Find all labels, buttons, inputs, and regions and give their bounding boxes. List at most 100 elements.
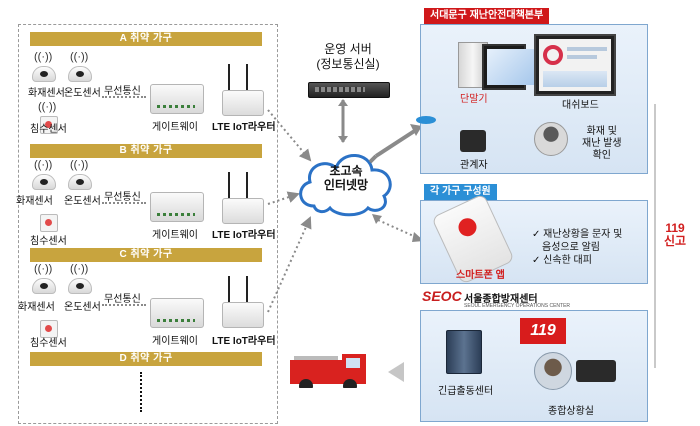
temp-sensor-label: 온도센서	[64, 88, 101, 99]
household-b-header: B 취약 가구	[30, 144, 262, 158]
fire-sensor-icon	[32, 66, 56, 82]
antenna-icon	[228, 172, 230, 200]
report-line	[654, 104, 658, 368]
server-icon	[446, 330, 482, 374]
connector-a	[267, 109, 312, 162]
internet-label: 초고속 인터넷망	[306, 164, 386, 192]
continuation-dots	[140, 372, 144, 412]
flood-sensor-icon	[40, 116, 58, 134]
router-label: LTE IoT라우터	[212, 122, 276, 133]
antenna-icon	[246, 172, 248, 200]
staff-label: 관계자	[460, 160, 488, 171]
seoul-center-subtitle: SEOUL EMERGENCY OPERATIONS CENTER	[464, 303, 571, 309]
internet-label-line1: 초고속	[329, 164, 363, 178]
dispatch-arrow	[388, 362, 404, 382]
person-icon	[534, 122, 568, 156]
report-119-text: 신고	[664, 234, 687, 248]
flood-sensor-icon	[40, 214, 58, 232]
desk-phone-icon	[576, 360, 616, 382]
wireless-label: 무선통신	[104, 294, 141, 305]
check-icon: ✓	[532, 229, 544, 240]
fire-sensor-icon	[32, 278, 56, 294]
flood-sensor-label: 침수센서	[30, 124, 67, 135]
gateway-icon	[150, 298, 204, 328]
wireless-arrow	[102, 96, 146, 98]
confirm-line-1: 화재 및	[586, 126, 617, 137]
gateway-label: 게이트웨이	[152, 336, 198, 347]
wireless-signal-icon: ((·))	[70, 159, 89, 171]
desk-phone-icon	[460, 130, 486, 152]
wireless-signal-icon: ((·))	[70, 51, 89, 63]
dashboard-donut-chart	[543, 45, 563, 65]
dashboard-monitor-icon	[534, 34, 616, 96]
antenna-icon	[246, 64, 248, 92]
check-icon: ✓	[532, 255, 544, 266]
disaster-hq-tag: 서대문구 재난안전대책본부	[424, 8, 550, 24]
temp-sensor-label: 온도센서	[64, 302, 101, 313]
server-rack-icon	[308, 82, 390, 98]
lte-router-icon	[222, 302, 264, 328]
gateway-icon	[150, 192, 204, 222]
operation-server-subtitle: (정보통신실)	[316, 57, 380, 71]
lte-router-icon	[222, 198, 264, 224]
confirm-text: 화재 및 재난 발생 확인	[582, 126, 622, 162]
confirm-line-2: 재난 발생	[582, 138, 622, 149]
flood-sensor-icon	[40, 320, 58, 338]
bullet-2: 신속한 대피	[543, 255, 592, 266]
server-link-arrow	[338, 99, 348, 143]
flood-sensor-label: 침수센서	[30, 338, 67, 349]
wireless-signal-icon: ((·))	[70, 263, 89, 275]
wireless-signal-icon: ((·))	[34, 51, 53, 63]
cloud-right-arrows	[368, 124, 424, 242]
temperature-sensor-icon	[68, 278, 92, 294]
alert-icon	[455, 215, 480, 240]
fire-sensor-label: 화재센서	[16, 196, 53, 207]
antenna-icon	[246, 276, 248, 304]
wireless-signal-icon: ((·))	[38, 101, 57, 113]
wireless-arrow	[102, 202, 146, 204]
wireless-label: 무선통신	[104, 192, 141, 203]
antenna-icon	[228, 64, 230, 92]
bullet-1-cont: 음성으로 알림	[542, 242, 600, 253]
fire-sensor-label: 화재센서	[28, 88, 65, 99]
bullet-1: 재난상황을 문자 및	[543, 229, 623, 240]
connector-b	[267, 191, 300, 205]
flood-sensor-label: 침수센서	[30, 236, 67, 247]
operation-server-title: 운영 서버	[324, 42, 372, 56]
router-label: LTE IoT라우터	[212, 336, 276, 347]
situation-room-label: 종합상황실	[548, 406, 594, 417]
router-connectors	[267, 109, 312, 313]
temp-sensor-label: 온도센서	[64, 196, 101, 207]
fire-truck-icon	[290, 354, 366, 388]
operation-server-label: 운영 서버 (정보통신실)	[308, 42, 388, 72]
logo-119: 119	[520, 318, 566, 344]
fire-sensor-label: 화재센서	[18, 302, 55, 313]
connector-c	[267, 216, 312, 313]
report-119-number: 119	[665, 221, 685, 235]
confirm-line-3: 확인	[592, 150, 611, 161]
household-d-header: D 취약 가구	[30, 352, 262, 366]
wireless-arrow	[102, 304, 146, 306]
gateway-label: 게이트웨이	[152, 230, 198, 241]
pc-monitor-icon	[482, 44, 543, 90]
fire-sensor-icon	[32, 174, 56, 190]
dispatch-center-label: 긴급출동센터	[438, 386, 494, 397]
temperature-sensor-icon	[68, 174, 92, 190]
wireless-signal-icon: ((·))	[34, 159, 53, 171]
household-a-header: A 취약 가구	[30, 32, 262, 46]
operator-icon	[534, 352, 572, 390]
lte-router-icon	[222, 90, 264, 116]
network-hub-icon	[416, 116, 436, 124]
dashboard-screen	[539, 39, 611, 91]
member-bullets: ✓ 재난상황을 문자 및 음성으로 알림 ✓ 신속한 대피	[532, 228, 622, 267]
temperature-sensor-icon	[68, 66, 92, 82]
dashboard-label: 대쉬보드	[562, 100, 599, 111]
wireless-signal-icon: ((·))	[34, 263, 53, 275]
seoul-center-name: 서울종합방재센터	[464, 294, 538, 305]
terminal-label: 단말기	[460, 94, 488, 105]
internet-cloud-icon	[299, 154, 392, 217]
antenna-icon	[228, 276, 230, 304]
household-c-header: C 취약 가구	[30, 248, 262, 262]
report-119-label: 119 신고	[664, 221, 687, 248]
router-label: LTE IoT라우터	[212, 230, 276, 241]
